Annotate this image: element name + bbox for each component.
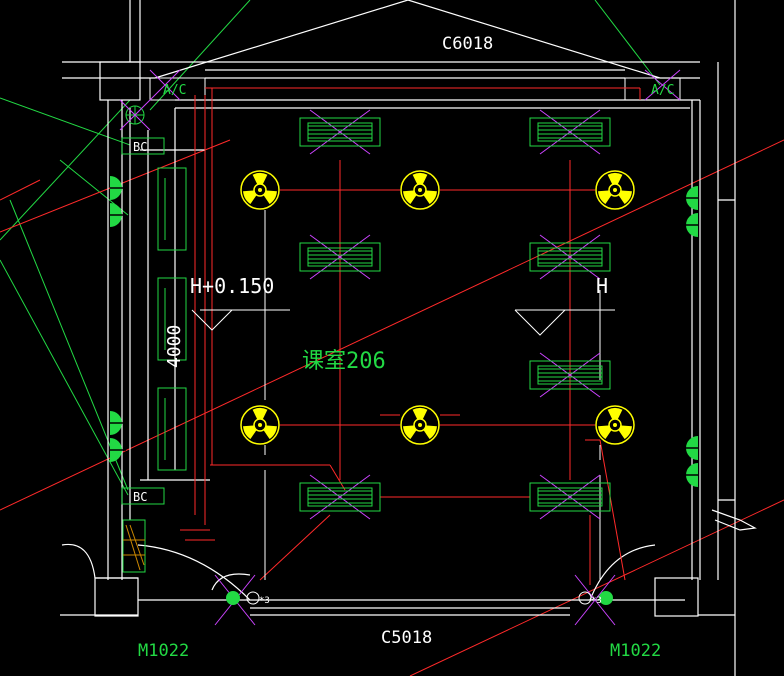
wall-socket-icon — [682, 463, 698, 487]
ceiling-fan-icon — [400, 405, 440, 445]
fluorescent-light-icon — [529, 352, 611, 398]
bc-label-upper: BC — [133, 140, 147, 154]
dimension-label: 4000 — [164, 325, 185, 368]
text-labels: C6018 C5018 M1022 M1022 A/C A/C BC BC H+… — [133, 34, 674, 661]
fluorescent-light-icon — [299, 234, 381, 280]
ceiling-fan-icon — [595, 405, 635, 445]
wall-sockets — [110, 176, 698, 487]
wall-socket-icon — [682, 186, 698, 210]
ceiling-fans — [240, 170, 635, 445]
ac-label-right: A/C — [651, 83, 674, 98]
shaft-boxes — [122, 167, 187, 573]
ceiling-fan-icon — [400, 170, 440, 210]
bc-label-lower: BC — [133, 490, 147, 504]
elevation-label-left: H+0.150 — [190, 274, 274, 298]
wall-socket-icon — [682, 436, 698, 460]
ceiling-fan-icon — [240, 405, 280, 445]
elevation-label-right: H — [596, 274, 608, 298]
wiring — [180, 87, 641, 585]
room-label: 课室206 — [302, 349, 386, 374]
wall-socket-icon — [110, 411, 126, 435]
switches — [214, 574, 616, 626]
fluorescent-light-icon — [529, 234, 611, 280]
window-label-bottom: C5018 — [381, 628, 432, 648]
wall-socket-icon — [110, 203, 126, 227]
door-label-left: M1022 — [138, 641, 189, 661]
wall-socket-icon — [682, 213, 698, 237]
ceiling-fan-icon — [595, 170, 635, 210]
fluorescent-light-icon — [299, 474, 381, 520]
corner-columns — [149, 69, 681, 101]
switch-sub-right: *3 — [591, 596, 602, 606]
door-label-right: M1022 — [610, 641, 661, 661]
wall-socket-icon — [110, 438, 126, 462]
bc-boxes — [119, 99, 165, 505]
fluorescent-light-icon — [529, 474, 611, 520]
ceiling-fan-icon — [240, 170, 280, 210]
light-fixtures — [299, 109, 611, 520]
fluorescent-light-icon — [299, 109, 381, 155]
section-lines — [191, 210, 615, 580]
fluorescent-light-icon — [529, 109, 611, 155]
switch-sub-left: *3 — [259, 596, 270, 606]
window-label-top: C6018 — [442, 34, 493, 54]
ac-label-left: A/C — [163, 83, 186, 98]
wall-socket-icon — [110, 176, 126, 200]
